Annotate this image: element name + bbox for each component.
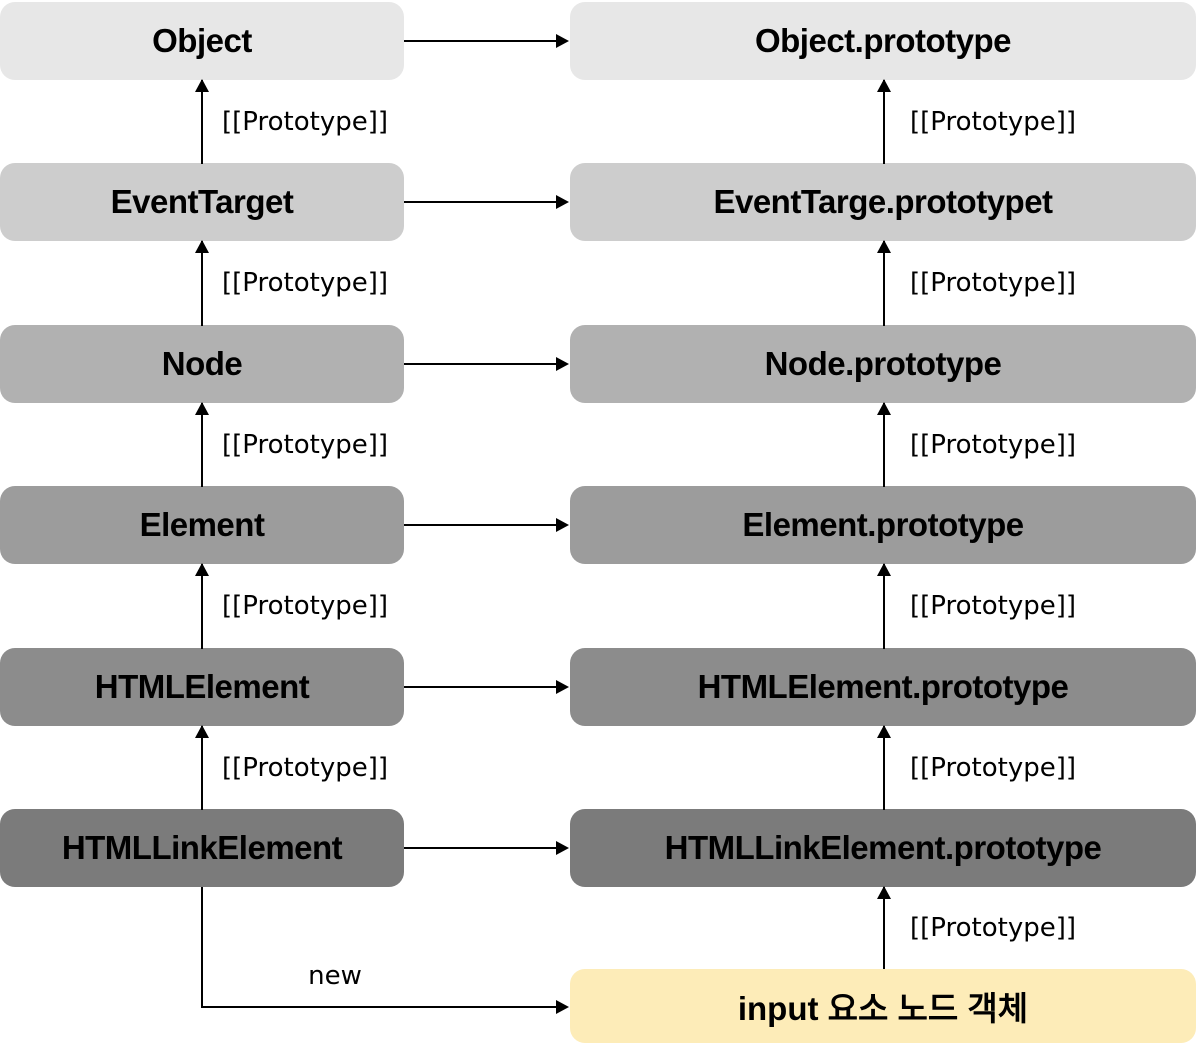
prototype-label: [[Prototype]] [910, 430, 1077, 460]
constructor-box-htmlelement: HTMLElement [0, 648, 404, 726]
arrowhead-up-icon [877, 725, 891, 738]
prototype-label: [[Prototype]] [222, 107, 389, 137]
prototype-label: [[Prototype]] [222, 591, 389, 621]
prototype-box-node: Node.prototype [570, 325, 1196, 403]
prototype-label: [[Prototype]] [910, 107, 1077, 137]
arrowhead-right-icon [556, 34, 569, 48]
new-label: new [308, 961, 362, 991]
prototype-label: [[Prototype]] [222, 268, 389, 298]
prototype-label: [[Prototype]] [910, 753, 1077, 783]
prototype-link-arrow-up [195, 79, 209, 164]
prototype-link-arrow-up [877, 402, 891, 487]
arrowhead-right-icon [556, 1000, 569, 1014]
new-arrow-vertical-segment [201, 887, 203, 1008]
arrowhead-up-icon [195, 563, 209, 576]
constructor-box-eventtarget: EventTarget [0, 163, 404, 241]
prototype-label: [[Prototype]] [910, 268, 1077, 298]
arrowhead-right-icon [556, 518, 569, 532]
arrowhead-right-icon [556, 841, 569, 855]
prototype-link-arrow-up [195, 563, 209, 649]
arrowhead-up-icon [195, 79, 209, 92]
prototype-link-arrow-up [877, 563, 891, 649]
arrowhead-up-icon [195, 240, 209, 253]
prototype-link-arrow-up [195, 240, 209, 326]
constructor-box-node: Node [0, 325, 404, 403]
arrowhead-right-icon [556, 680, 569, 694]
prototype-property-arrow-node [404, 357, 569, 371]
prototype-property-arrow-element [404, 518, 569, 532]
prototype-box-object: Object.prototype [570, 2, 1196, 80]
constructor-box-element: Element [0, 486, 404, 564]
prototype-link-arrow-up [877, 240, 891, 326]
prototype-box-eventtarget: EventTarge.prototypet [570, 163, 1196, 241]
prototype-property-arrow-object [404, 34, 569, 48]
prototype-link-arrow-up [877, 725, 891, 810]
prototype-property-arrow-eventtarget [404, 195, 569, 209]
prototype-link-arrow-up [877, 886, 891, 970]
prototype-link-arrow-up [877, 79, 891, 164]
prototype-link-arrow-up [195, 725, 209, 810]
prototype-link-arrow-up [195, 402, 209, 487]
arrowhead-up-icon [877, 563, 891, 576]
prototype-label: [[Prototype]] [910, 591, 1077, 621]
prototype-box-htmllinkelement: HTMLLinkElement.prototype [570, 809, 1196, 887]
arrowhead-up-icon [195, 402, 209, 415]
prototype-property-arrow-htmllinkelement [404, 841, 569, 855]
constructor-box-object: Object [0, 2, 404, 80]
prototype-property-arrow-htmlelement [404, 680, 569, 694]
arrowhead-up-icon [195, 725, 209, 738]
arrowhead-up-icon [877, 886, 891, 899]
prototype-label: [[Prototype]] [222, 753, 389, 783]
instance-box-input-element-node: input 요소 노드 객체 [570, 969, 1196, 1043]
arrowhead-up-icon [877, 79, 891, 92]
arrowhead-up-icon [877, 240, 891, 253]
arrowhead-right-icon [556, 195, 569, 209]
constructor-box-htmllinkelement: HTMLLinkElement [0, 809, 404, 887]
prototype-box-htmlelement: HTMLElement.prototype [570, 648, 1196, 726]
prototype-box-element: Element.prototype [570, 486, 1196, 564]
arrowhead-right-icon [556, 357, 569, 371]
prototype-label: [[Prototype]] [222, 430, 389, 460]
new-arrow-horizontal-segment [201, 1000, 569, 1014]
arrowhead-up-icon [877, 402, 891, 415]
prototype-label: [[Prototype]] [910, 913, 1077, 943]
